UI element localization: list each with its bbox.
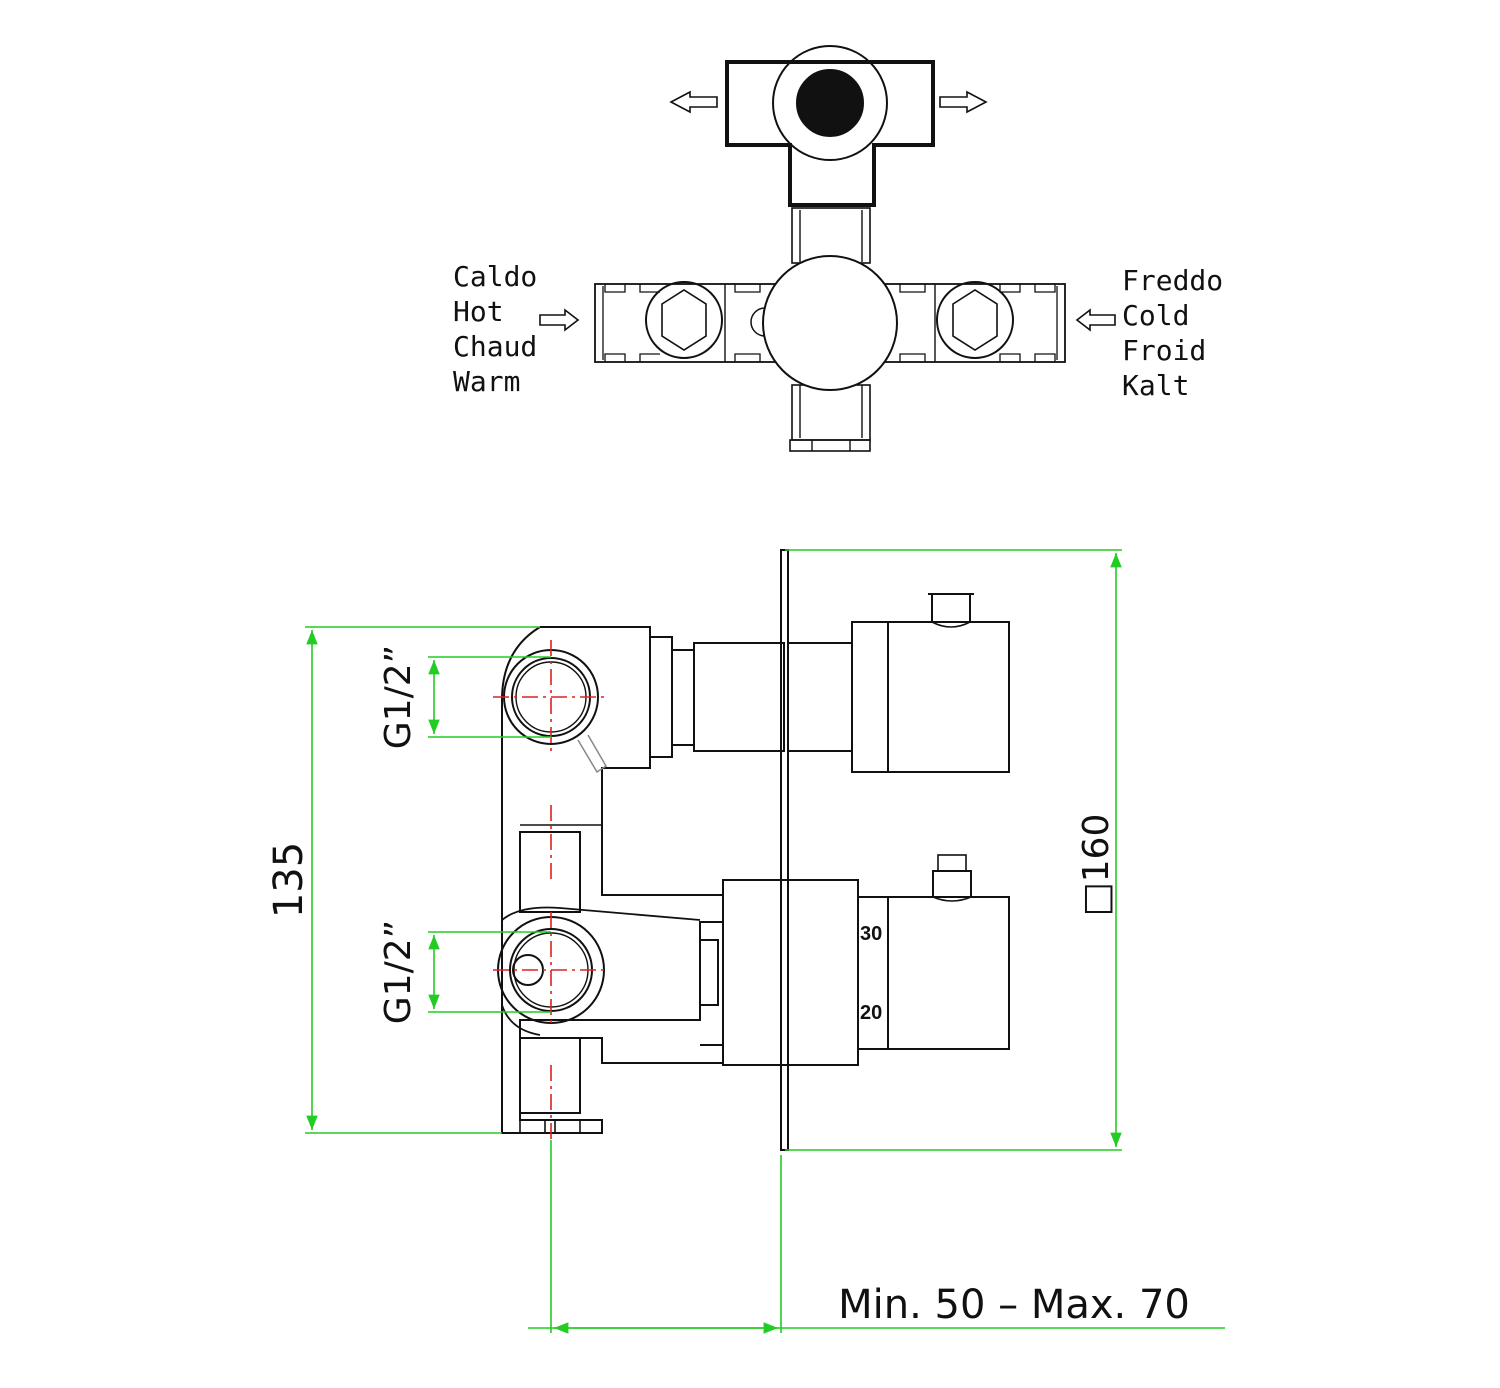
hot-valve-ring (645, 281, 723, 359)
hot-label-it: Caldo (453, 260, 537, 293)
stem-foot (789, 439, 871, 452)
hot-inlet-labels: Caldo Hot Chaud Warm (453, 260, 537, 398)
top-view (539, 45, 1116, 452)
upper-extension (693, 642, 785, 752)
hot-inlet-arrow-icon (539, 308, 580, 332)
cold-valve-hex-icon (952, 289, 998, 351)
upper-handle-nub (931, 593, 971, 623)
hot-label-en: Hot (453, 295, 504, 328)
thread-bottom-dimension: G1/2” (378, 920, 419, 1024)
cold-inlet-labels: Freddo Cold Froid Kalt (1122, 264, 1223, 402)
scale-low: 20 (860, 1002, 882, 1024)
hot-label-fr: Chaud (453, 330, 537, 363)
cold-label-fr: Froid (1122, 334, 1206, 367)
lower-cartridge (722, 879, 859, 1066)
cold-label-it: Freddo (1122, 264, 1223, 297)
thread-top-dimension: G1/2” (378, 645, 419, 749)
lower-port-block (519, 1037, 581, 1114)
plate-dimension: □160 (1076, 814, 1117, 917)
cold-label-en: Cold (1122, 299, 1189, 332)
lower-connector-nut (699, 939, 719, 1006)
scale-high: 30 (860, 923, 882, 945)
hot-valve-hex-icon (661, 289, 707, 351)
upper-handle (851, 621, 1010, 773)
outlet-left-arrow-icon (669, 90, 718, 114)
side-view (497, 549, 1010, 1151)
cold-valve-ring (936, 281, 1014, 359)
lower-handle-nub (932, 870, 972, 898)
wall-plate (780, 549, 789, 1151)
height-dimension: 135 (266, 842, 312, 918)
upper-connector-sleeve (671, 649, 695, 746)
upper-port-block (519, 831, 581, 913)
cold-inlet-arrow-icon (1075, 308, 1116, 332)
cold-label-de: Kalt (1122, 369, 1189, 402)
outlet-ring (772, 45, 888, 161)
center-lines (493, 640, 609, 1140)
stem-upper (791, 207, 871, 264)
hot-label-de: Warm (453, 365, 520, 398)
valve-body (501, 626, 724, 1134)
dimension-lines (305, 549, 1225, 1334)
lower-handle (857, 896, 1010, 1050)
depth-dimension: Min. 50 – Max. 70 (838, 1282, 1190, 1328)
outlet-right-arrow-icon (939, 90, 988, 114)
cartridge-body (762, 255, 898, 391)
outlet-t-body (725, 60, 935, 207)
outlet-port-icon (796, 69, 864, 137)
upper-connector-nut (649, 636, 673, 758)
upper-extension-front (787, 642, 853, 752)
stem-lower (791, 384, 871, 441)
